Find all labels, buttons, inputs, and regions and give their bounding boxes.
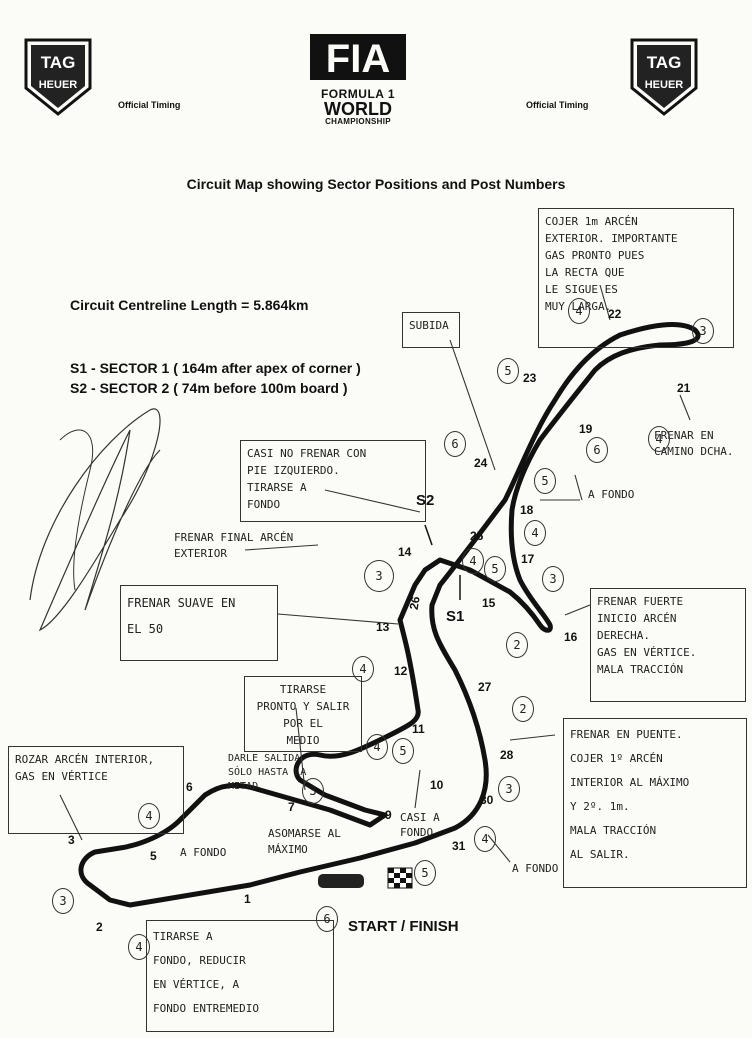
- track-line: [78, 322, 701, 908]
- gear-circle: 3: [542, 566, 564, 592]
- gear-circle: 6: [586, 437, 608, 463]
- gear-circle: 4: [352, 656, 374, 682]
- gear-circle: 3: [52, 888, 74, 914]
- gear-circle: 3: [302, 778, 324, 804]
- post-21: 21: [677, 381, 691, 395]
- svg-text:TAG: TAG: [41, 53, 76, 72]
- shield-icon: TAG HEUER: [630, 38, 698, 116]
- shield-icon: TAG HEUER: [24, 38, 92, 116]
- post-27: 27: [478, 680, 492, 694]
- label-dar-salida: DARLE SALIDA SÓLO HASTA LA MITAD: [228, 753, 307, 792]
- fia-f1-logo-icon: FIA: [310, 34, 406, 81]
- circuit-length: Circuit Centreline Length = 5.864km: [70, 297, 309, 313]
- post-17: 17: [521, 552, 535, 566]
- post-30: 30: [480, 793, 494, 807]
- sector1-description: S1 - SECTOR 1 ( 164m after apex of corne…: [70, 360, 361, 376]
- gear-circle: 4: [568, 298, 590, 324]
- car-icon: [318, 874, 364, 888]
- post-2: 2: [96, 920, 103, 934]
- gear-circle: 3: [498, 776, 520, 802]
- svg-text:FIA: FIA: [326, 37, 390, 81]
- gear-circle: 6: [444, 431, 466, 457]
- label-casi-a-fondo: CASI A FONDO: [400, 811, 440, 839]
- note-subida: SUBIDA: [402, 312, 460, 348]
- gear-circle: 3: [364, 560, 394, 592]
- fia-logo: FIA FORMULA 1 WORLD CHAMPIONSHIP: [304, 30, 412, 126]
- gear-circle: 2: [512, 696, 534, 722]
- post-28: 28: [500, 748, 514, 762]
- gear-circle: 4: [648, 426, 670, 452]
- post-15: 15: [482, 596, 496, 610]
- post-18: 18: [520, 503, 534, 517]
- post-31: 31: [452, 839, 466, 853]
- post-24: 24: [474, 456, 488, 470]
- sector-label-s1: S1: [446, 608, 465, 625]
- label-a-fondo-31: A FONDO: [512, 862, 559, 875]
- tag-heuer-logo-right: TAG HEUER: [628, 36, 700, 118]
- checkered-flag-icon: [387, 867, 413, 889]
- gear-circle: 4: [138, 803, 160, 829]
- post-10: 10: [430, 778, 444, 792]
- gear-circle: 4: [128, 934, 150, 960]
- post-1: 1: [244, 892, 251, 906]
- gear-circle: 5: [497, 358, 519, 384]
- post-26: 26: [406, 595, 423, 611]
- page-title: Circuit Map showing Sector Positions and…: [186, 176, 566, 192]
- label-a-fondo-18: A FONDO: [588, 488, 635, 501]
- signature: [29, 408, 161, 632]
- post-9: 9: [385, 808, 392, 822]
- gear-circle: 4: [462, 548, 484, 574]
- post-6: 6: [186, 780, 193, 794]
- world-text: WORLD: [324, 99, 392, 119]
- championship-text: CHAMPIONSHIP: [325, 117, 391, 126]
- sector2-description: S2 - SECTOR 2 ( 74m before 100m board ): [70, 380, 348, 396]
- svg-text:TAG: TAG: [647, 53, 682, 72]
- gear-circle: 5: [484, 556, 506, 582]
- gear-circle: 5: [534, 468, 556, 494]
- gear-circle: 3: [692, 318, 714, 344]
- post-3: 3: [68, 833, 75, 847]
- gear-circle: 4: [524, 520, 546, 546]
- formula1-text: FORMULA 1: [320, 87, 396, 101]
- official-timing-right: Official Timing: [526, 100, 589, 110]
- post-13: 13: [376, 620, 390, 634]
- start-finish-label: START / FINISH: [348, 918, 459, 935]
- post-23: 23: [523, 371, 537, 385]
- label-a-fondo-5: A FONDO: [180, 846, 227, 859]
- gear-circle: 4: [366, 734, 388, 760]
- post-7: 7: [288, 800, 295, 814]
- sector-label-s2: S2: [416, 492, 435, 509]
- post-19: 19: [579, 422, 593, 436]
- post-11: 11: [412, 722, 425, 736]
- post-22: 22: [608, 307, 622, 321]
- tag-heuer-logo-left: TAG HEUER: [22, 36, 94, 118]
- svg-text:HEUER: HEUER: [645, 79, 684, 91]
- gear-circle: 4: [474, 826, 496, 852]
- post-16: 16: [564, 630, 578, 644]
- gear-circle: 2: [506, 632, 528, 658]
- svg-text:HEUER: HEUER: [39, 79, 78, 91]
- post-25: 25: [470, 529, 484, 543]
- gear-circle: 5: [392, 738, 414, 764]
- post-5: 5: [150, 849, 157, 863]
- post-14: 14: [398, 545, 412, 559]
- label-asomarse: ASOMARSE AL MÁXIMO: [268, 827, 341, 856]
- gear-circle: 6: [316, 906, 338, 932]
- note-rozar-arcen: ROZAR ARCÉN INTERIOR,GAS EN VÉRTICE: [8, 746, 184, 834]
- post-12: 12: [394, 664, 408, 678]
- gear-circle: 5: [414, 860, 436, 886]
- official-timing-left: Official Timing: [118, 100, 181, 110]
- label-frenar-final: FRENAR FINAL ARCÉN EXTERIOR: [174, 531, 294, 560]
